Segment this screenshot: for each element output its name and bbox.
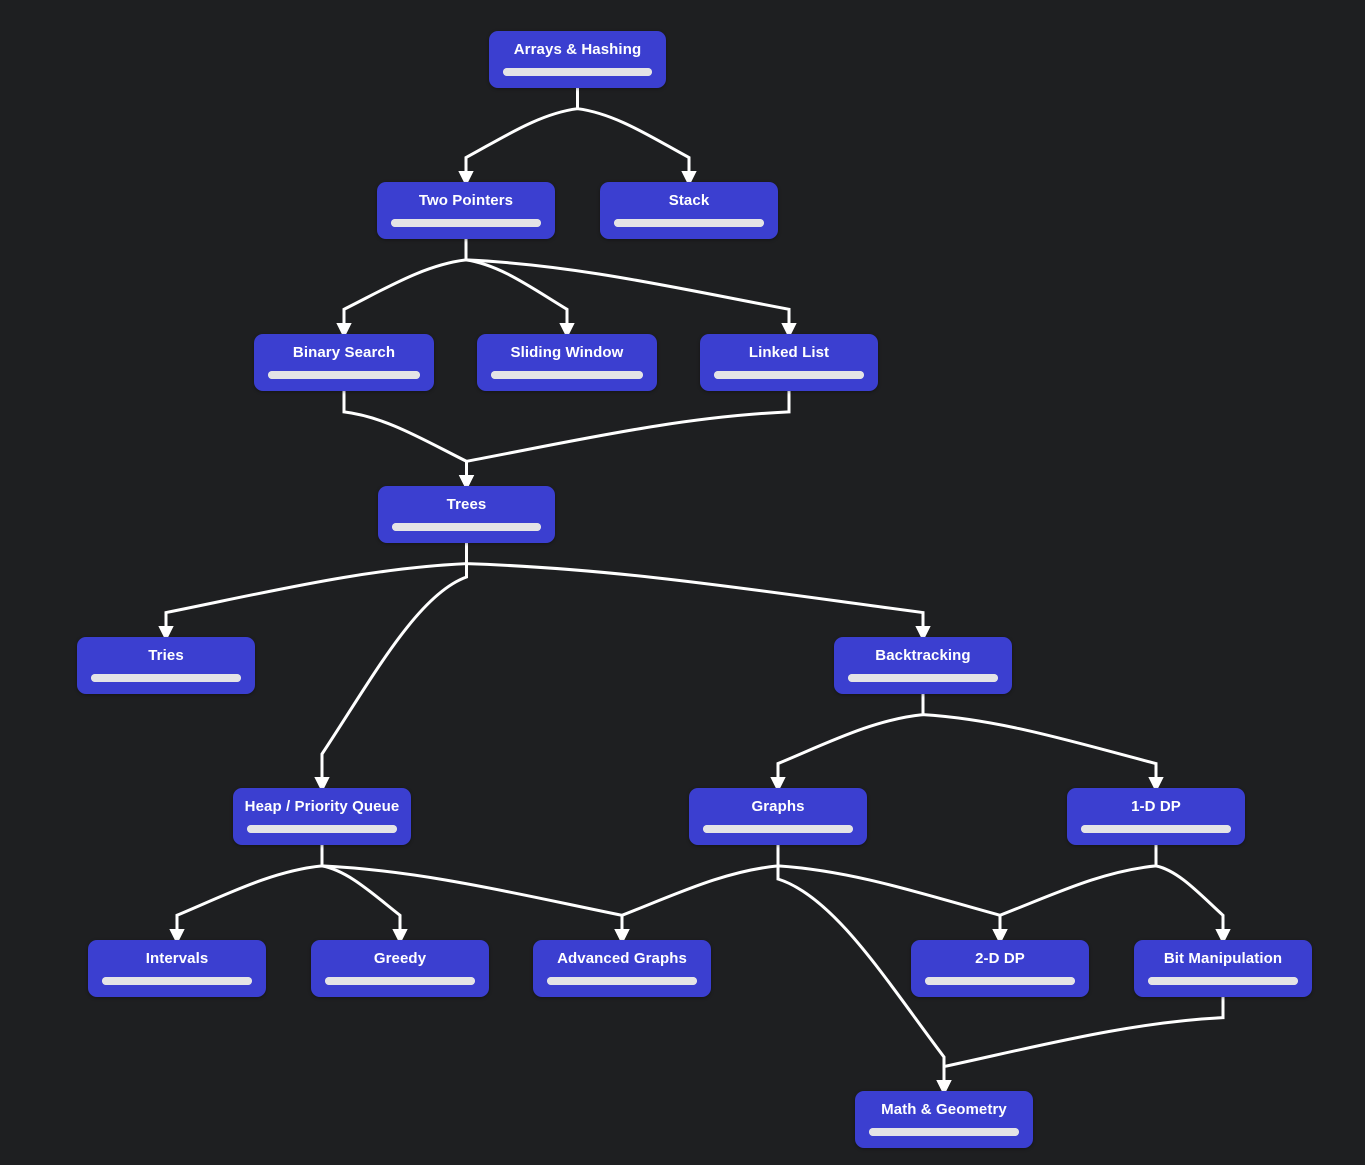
node-label: Heap / Priority Queue bbox=[244, 798, 400, 815]
roadmap-node-bit-manipulation[interactable]: Bit Manipulation bbox=[1134, 940, 1312, 997]
edge-trees-to-heap-priority-queue bbox=[314, 541, 468, 793]
node-label: Two Pointers bbox=[418, 192, 514, 209]
node-label: Intervals bbox=[145, 950, 209, 967]
node-progress-bar bbox=[614, 219, 764, 227]
roadmap-node-intervals[interactable]: Intervals bbox=[88, 940, 266, 997]
node-label: Greedy bbox=[373, 950, 427, 967]
node-progress-bar bbox=[714, 371, 864, 379]
node-progress-fill bbox=[925, 977, 1075, 985]
edge-heap-priority-queue-to-advanced-graphs bbox=[320, 843, 630, 945]
edge-backtracking-to-graphs bbox=[770, 692, 925, 793]
edge-backtracking-to-one-d-dp bbox=[921, 692, 1164, 793]
node-progress-bar bbox=[925, 977, 1075, 985]
node-progress-fill bbox=[614, 219, 764, 227]
node-progress-fill bbox=[714, 371, 864, 379]
edge-heap-priority-queue-to-intervals bbox=[169, 843, 324, 945]
node-progress-fill bbox=[547, 977, 697, 985]
node-label: Binary Search bbox=[292, 344, 396, 361]
node-progress-bar bbox=[547, 977, 697, 985]
node-label: Stack bbox=[668, 192, 710, 209]
node-progress-fill bbox=[491, 371, 643, 379]
node-progress-bar bbox=[1081, 825, 1231, 833]
roadmap-node-stack[interactable]: Stack bbox=[600, 182, 778, 239]
node-progress-bar bbox=[503, 68, 652, 76]
node-label: 2-D DP bbox=[975, 950, 1025, 967]
node-progress-bar bbox=[325, 977, 475, 985]
edge-one-d-dp-to-bit-manipulation bbox=[1154, 843, 1231, 945]
node-progress-fill bbox=[703, 825, 853, 833]
node-progress-bar bbox=[703, 825, 853, 833]
roadmap-node-graphs[interactable]: Graphs bbox=[689, 788, 867, 845]
roadmap-node-backtracking[interactable]: Backtracking bbox=[834, 637, 1012, 694]
node-label: Sliding Window bbox=[510, 344, 624, 361]
roadmap-node-sliding-window[interactable]: Sliding Window bbox=[477, 334, 657, 391]
node-progress-bar bbox=[91, 674, 241, 682]
node-label: Trees bbox=[446, 496, 487, 513]
edge-binary-search-to-trees bbox=[342, 389, 475, 491]
node-label: Backtracking bbox=[875, 647, 971, 664]
node-progress-bar bbox=[247, 825, 397, 833]
roadmap-node-tries[interactable]: Tries bbox=[77, 637, 255, 694]
node-progress-fill bbox=[102, 977, 252, 985]
edge-trees-to-backtracking bbox=[465, 541, 931, 642]
node-label: Arrays & Hashing bbox=[513, 41, 642, 58]
node-label: Math & Geometry bbox=[881, 1101, 1007, 1118]
node-progress-fill bbox=[1148, 977, 1298, 985]
node-progress-fill bbox=[391, 219, 541, 227]
roadmap-node-advanced-graphs[interactable]: Advanced Graphs bbox=[533, 940, 711, 997]
roadmap-node-math-geometry[interactable]: Math & Geometry bbox=[855, 1091, 1033, 1148]
edge-trees-to-tries bbox=[158, 541, 468, 642]
edge-bit-manipulation-to-math-geometry bbox=[936, 995, 1225, 1096]
node-label: Bit Manipulation bbox=[1163, 950, 1283, 967]
edge-two-pointers-to-binary-search bbox=[336, 237, 468, 339]
node-progress-fill bbox=[247, 825, 397, 833]
node-progress-fill bbox=[392, 523, 541, 531]
node-progress-bar bbox=[392, 523, 541, 531]
roadmap-node-two-pointers[interactable]: Two Pointers bbox=[377, 182, 555, 239]
roadmap-node-binary-search[interactable]: Binary Search bbox=[254, 334, 434, 391]
edge-two-pointers-to-linked-list bbox=[464, 237, 797, 339]
node-progress-fill bbox=[268, 371, 420, 379]
node-progress-bar bbox=[848, 674, 998, 682]
node-progress-bar bbox=[869, 1128, 1019, 1136]
roadmap-node-one-d-dp[interactable]: 1-D DP bbox=[1067, 788, 1245, 845]
node-progress-bar bbox=[268, 371, 420, 379]
node-progress-bar bbox=[491, 371, 643, 379]
roadmap-node-greedy[interactable]: Greedy bbox=[311, 940, 489, 997]
node-progress-fill bbox=[869, 1128, 1019, 1136]
edge-one-d-dp-to-two-d-dp bbox=[992, 843, 1158, 945]
edge-arrays-hashing-to-stack bbox=[576, 86, 697, 187]
node-progress-bar bbox=[1148, 977, 1298, 985]
roadmap-node-trees[interactable]: Trees bbox=[378, 486, 555, 543]
node-progress-fill bbox=[91, 674, 241, 682]
roadmap-node-heap-priority-queue[interactable]: Heap / Priority Queue bbox=[233, 788, 411, 845]
node-progress-fill bbox=[1081, 825, 1231, 833]
node-label: Graphs bbox=[751, 798, 805, 815]
edge-graphs-to-two-d-dp bbox=[776, 843, 1008, 945]
node-label: Advanced Graphs bbox=[557, 950, 687, 967]
edge-arrays-hashing-to-two-pointers bbox=[458, 86, 579, 187]
node-progress-bar bbox=[391, 219, 541, 227]
roadmap-node-linked-list[interactable]: Linked List bbox=[700, 334, 878, 391]
node-progress-bar bbox=[102, 977, 252, 985]
edge-graphs-to-advanced-graphs bbox=[614, 843, 780, 945]
node-label: Linked List bbox=[748, 344, 830, 361]
edge-two-pointers-to-sliding-window bbox=[464, 237, 575, 339]
node-label: Tries bbox=[148, 647, 184, 664]
edge-linked-list-to-trees bbox=[458, 389, 791, 491]
node-progress-fill bbox=[848, 674, 998, 682]
roadmap-node-two-d-dp[interactable]: 2-D DP bbox=[911, 940, 1089, 997]
node-progress-fill bbox=[325, 977, 475, 985]
node-progress-fill bbox=[503, 68, 652, 76]
node-label: 1-D DP bbox=[1131, 798, 1181, 815]
roadmap-node-arrays-hashing[interactable]: Arrays & Hashing bbox=[489, 31, 666, 88]
edge-heap-priority-queue-to-greedy bbox=[320, 843, 408, 945]
